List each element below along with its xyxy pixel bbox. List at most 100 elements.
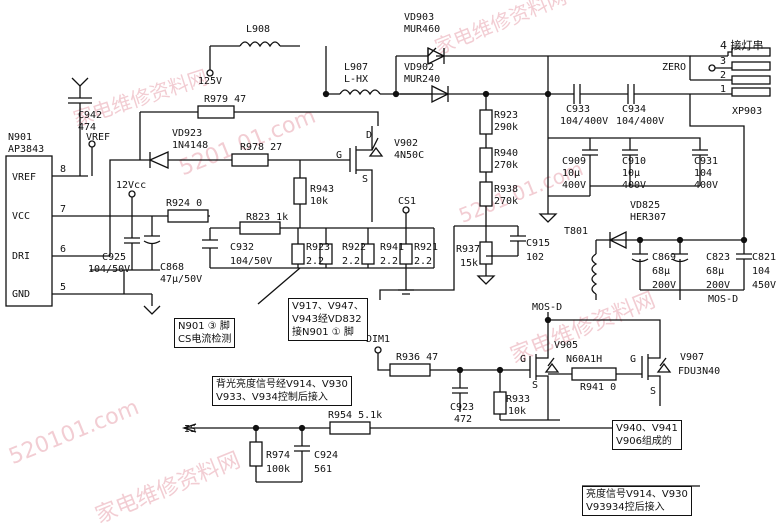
label-v905: V905 <box>554 340 579 351</box>
label-c823-voltage: 200V <box>706 280 731 291</box>
label-v902: V902 <box>394 138 419 149</box>
label-fdu3n40: FDU3N40 <box>678 366 721 377</box>
label-r941-0: R941 0 <box>580 382 617 393</box>
label-n60a1h: N60A1H <box>566 354 603 365</box>
label-l907: L907 <box>344 62 369 73</box>
label-mur240: MUR240 <box>404 74 441 85</box>
label-c909-value: 10μ <box>562 168 581 179</box>
label-mur460: MUR460 <box>404 24 441 35</box>
label-c924-value: 561 <box>314 464 333 475</box>
label-r943: R943 <box>310 184 335 195</box>
ic-pin-dri: DRI <box>12 251 31 262</box>
label-c910-value: 10μ <box>622 168 641 179</box>
note-n901-cs: N901 ③ 脚 CS电流检测 <box>174 318 236 348</box>
label-c915-value: 102 <box>526 252 545 263</box>
label-r954: R954 5.1k <box>328 410 383 421</box>
ic-pin-gnd: GND <box>12 289 31 300</box>
label-vd902: VD902 <box>404 62 435 73</box>
label-source: S <box>362 174 369 185</box>
ic-n901-body <box>5 155 53 307</box>
label-c923-value: 472 <box>454 414 473 425</box>
label-mosd-bottom: MOS-D <box>708 294 739 305</box>
label-c925: C925 <box>102 252 127 263</box>
label-r924: R924 0 <box>166 198 203 209</box>
label-c869-voltage: 200V <box>652 280 677 291</box>
label-vref-top: VREF <box>86 132 111 143</box>
label-c821: C821 <box>752 252 777 263</box>
label-source-v905: S <box>532 380 539 391</box>
label-vd903: VD903 <box>404 12 435 23</box>
label-r936: R936 47 <box>396 352 439 363</box>
label-c931-value: 104 <box>694 168 713 179</box>
label-drain: D <box>366 130 373 141</box>
label-gate-v905: G <box>520 354 527 365</box>
note-brightness: 亮度信号V914、V930 V93934控后接入 <box>582 486 692 516</box>
label-lhx: L-HX <box>344 74 369 85</box>
label-vd825: VD825 <box>630 200 661 211</box>
ic-pin-7: 7 <box>60 204 67 215</box>
label-cs1: CS1 <box>398 196 417 207</box>
label-zero: ZERO <box>662 62 687 73</box>
label-c823-value: 68μ <box>706 266 725 277</box>
label-c932-value: 104/50V <box>230 256 273 267</box>
label-c915: C915 <box>526 238 551 249</box>
label-l908: L908 <box>246 24 271 35</box>
label-r923: R923 <box>494 110 519 121</box>
label-c932: C932 <box>230 242 255 253</box>
label-12vcc: 12Vcc <box>116 180 147 191</box>
label-r923-value: 290k <box>494 122 519 133</box>
label-c933: C933 <box>566 104 591 115</box>
label-r923b: R923 <box>306 242 331 253</box>
ic-pin-vref: VREF <box>12 172 37 183</box>
label-r921-value: 2.2 <box>414 256 433 267</box>
label-c923: C923 <box>450 402 475 413</box>
label-c909: C909 <box>562 156 587 167</box>
label-r923b-value: 2.2 <box>306 256 325 267</box>
label-r933-value: 10k <box>508 406 527 417</box>
note-v917: V917、V947、 V943经VD832 接N901 ① 脚 <box>288 298 368 341</box>
ic-pin-vcc: VCC <box>12 211 31 222</box>
label-r974: R974 <box>266 450 291 461</box>
label-r937: R937 <box>456 244 481 255</box>
label-r823: R823 1k <box>246 212 289 223</box>
note-backlight: 背光亮度信号经V914、V930 V933、V934控制后接入 <box>212 376 352 406</box>
label-n901: N901 <box>8 132 33 143</box>
label-c821-voltage: 450V <box>752 280 777 291</box>
label-1n4148: 1N4148 <box>172 140 209 151</box>
label-r979: R979 47 <box>204 94 247 105</box>
label-r940: R940 <box>494 148 519 159</box>
label-c925-value: 104/50V <box>88 264 131 275</box>
label-c821-value: 104 <box>752 266 771 277</box>
label-125v: 125V <box>198 76 223 87</box>
label-4n50c: 4N50C <box>394 150 425 161</box>
label-c931-voltage: 400V <box>694 180 719 191</box>
ic-pin-6: 6 <box>60 244 67 255</box>
label-c931: C931 <box>694 156 719 167</box>
label-r938-value: 270k <box>494 196 519 207</box>
label-v907: V907 <box>680 352 705 363</box>
label-r974-value: 100k <box>266 464 291 475</box>
label-c909-voltage: 400V <box>562 180 587 191</box>
label-dim1: DIM1 <box>366 334 391 345</box>
label-c823: C823 <box>706 252 731 263</box>
ic-pin-5: 5 <box>60 282 67 293</box>
label-r922-value: 2.2 <box>342 256 361 267</box>
label-xp903: XP903 <box>732 106 763 117</box>
label-c910-voltage: 400V <box>622 180 647 191</box>
label-gate-v907: G <box>630 354 637 365</box>
label-vd923: VD923 <box>172 128 203 139</box>
label-c934: C934 <box>622 104 647 115</box>
connector-title: 4 接灯串 <box>720 39 764 52</box>
label-r978: R978 27 <box>240 142 283 153</box>
label-r940-value: 270k <box>494 160 519 171</box>
label-r937-value: 15k <box>460 258 479 269</box>
label-c868: C868 <box>160 262 185 273</box>
label-c933-value: 104/400V <box>560 116 609 127</box>
label-r943-value: 10k <box>310 196 329 207</box>
connector-pin-1: 1 <box>720 84 727 95</box>
connector-pin-3: 3 <box>720 56 727 67</box>
label-gate: G <box>336 150 343 161</box>
label-c910: C910 <box>622 156 647 167</box>
